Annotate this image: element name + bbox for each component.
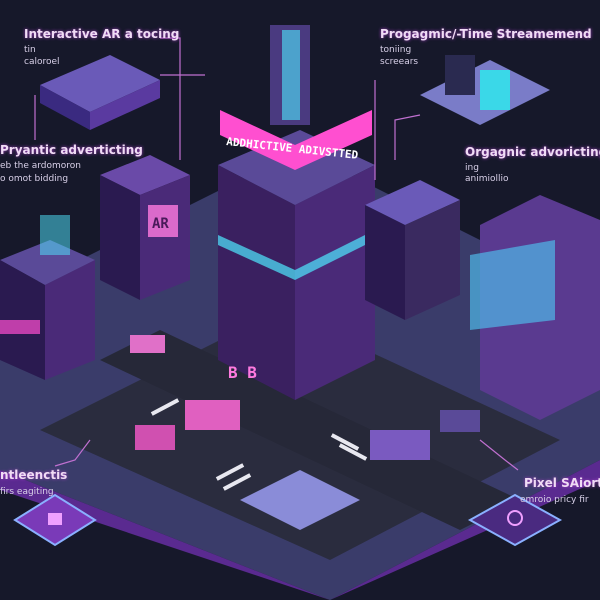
ar-building xyxy=(100,155,190,300)
street-cross xyxy=(100,330,520,530)
floating-blocks xyxy=(40,55,160,130)
label-title-0: Interactive AR a tocing xyxy=(24,27,180,41)
label-title-4: ntleenctis xyxy=(0,468,68,482)
label-title-3: Orgagnic advoricting xyxy=(465,145,600,159)
main-tower xyxy=(218,25,375,400)
platform-edge xyxy=(0,460,600,600)
ar-sign-text: AR xyxy=(152,216,169,232)
bb-sign-text: B B xyxy=(228,363,257,382)
tower-banner xyxy=(220,110,372,170)
label-line-4-0: firs eagiting xyxy=(0,487,54,497)
truck-pink xyxy=(135,425,175,450)
crosswalk xyxy=(150,398,368,491)
label-title-2: Pryantic adverticting xyxy=(0,143,143,157)
right-badge-tile xyxy=(467,493,563,547)
label-line-2-1: o omot bidding xyxy=(0,174,69,184)
server-platform xyxy=(420,55,550,125)
van-pink xyxy=(185,400,240,430)
callout-lines xyxy=(34,37,519,471)
label-line-0-1: caloroel xyxy=(24,57,60,67)
label-line-3-0: ing xyxy=(465,163,479,173)
truck-purple xyxy=(370,430,430,460)
label-line-1-0: toniing xyxy=(380,45,412,55)
label-line-2-0: eb the ardomoron xyxy=(0,161,82,171)
car-purple xyxy=(440,410,480,432)
label-line-0-0: tin xyxy=(24,45,36,55)
car-pink xyxy=(130,335,165,353)
label-title-1: Progagmic/-Time Streamemend xyxy=(380,27,592,41)
user-icon xyxy=(507,510,523,526)
lock-icon xyxy=(48,513,62,525)
left-shop xyxy=(0,215,95,380)
right-building xyxy=(365,180,600,420)
label-title-5: Pixel SAiortl xyxy=(524,476,600,490)
label-line-5-0: emroio pricy fir xyxy=(520,495,589,505)
sidewalk xyxy=(240,470,360,530)
label-line-3-1: animiollio xyxy=(465,174,509,184)
label-line-1-1: screears xyxy=(380,57,419,67)
